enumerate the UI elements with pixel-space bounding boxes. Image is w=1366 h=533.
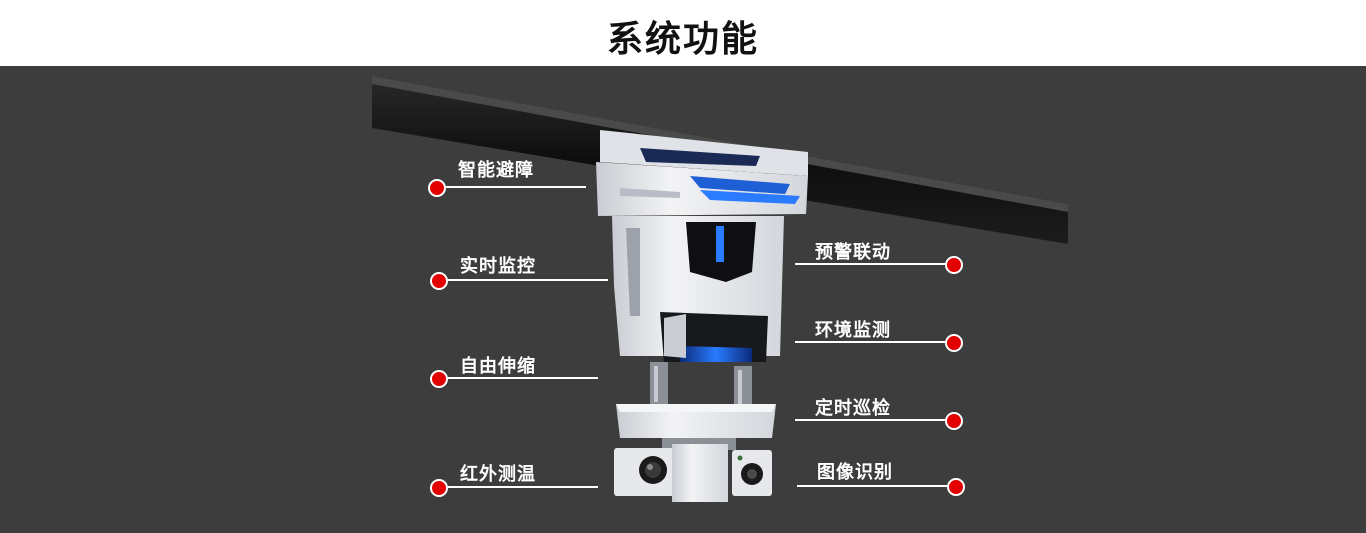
marker-dot	[945, 256, 963, 274]
feature-label: 实时监控	[460, 256, 536, 277]
feature-free-extension: 自由伸缩	[430, 352, 600, 392]
feature-label: 自由伸缩	[460, 356, 536, 377]
feature-obstacle-avoidance: 智能避障	[428, 156, 588, 197]
feature-image-recognition: 图像识别	[797, 458, 969, 498]
marker-dot	[945, 334, 963, 352]
page-title: 系统功能	[606, 19, 759, 60]
camera-head	[614, 444, 772, 502]
feature-label: 定时巡检	[815, 398, 891, 419]
feature-environment-monitoring: 环境监测	[795, 316, 967, 356]
marker-dot	[430, 370, 448, 388]
feature-stage: 智能避障 实时监控 自由伸缩 红外测温 预警联动 环境监测 定时巡检 图像识别	[0, 66, 1366, 533]
connector-line	[795, 263, 947, 265]
marker-dot	[430, 272, 448, 290]
connector-line	[444, 186, 586, 188]
robot-lower-block	[616, 404, 776, 450]
robot-carriage	[596, 130, 808, 216]
marker-dot	[945, 412, 963, 430]
connector-line	[797, 485, 949, 487]
feature-label: 图像识别	[817, 462, 893, 483]
header: 系统功能	[0, 0, 1366, 66]
connector-line	[446, 486, 598, 488]
connector-line	[795, 419, 947, 421]
inspection-robot-illustration	[372, 76, 1068, 502]
feature-scheduled-inspection: 定时巡检	[795, 394, 967, 434]
marker-dot	[430, 479, 448, 497]
feature-label: 环境监测	[815, 320, 891, 341]
connector-line	[446, 279, 608, 281]
feature-infrared-thermometry: 红外测温	[430, 460, 600, 500]
marker-dot	[947, 478, 965, 496]
feature-alarm-linkage: 预警联动	[795, 238, 967, 278]
marker-dot	[428, 179, 446, 197]
feature-label: 预警联动	[815, 242, 891, 263]
connector-line	[795, 341, 947, 343]
feature-label: 红外测温	[460, 464, 536, 485]
connector-line	[446, 377, 598, 379]
feature-realtime-monitoring: 实时监控	[430, 252, 610, 292]
robot-telescopic-arms	[650, 362, 752, 410]
feature-label: 智能避障	[458, 160, 534, 181]
robot-body	[612, 216, 784, 362]
